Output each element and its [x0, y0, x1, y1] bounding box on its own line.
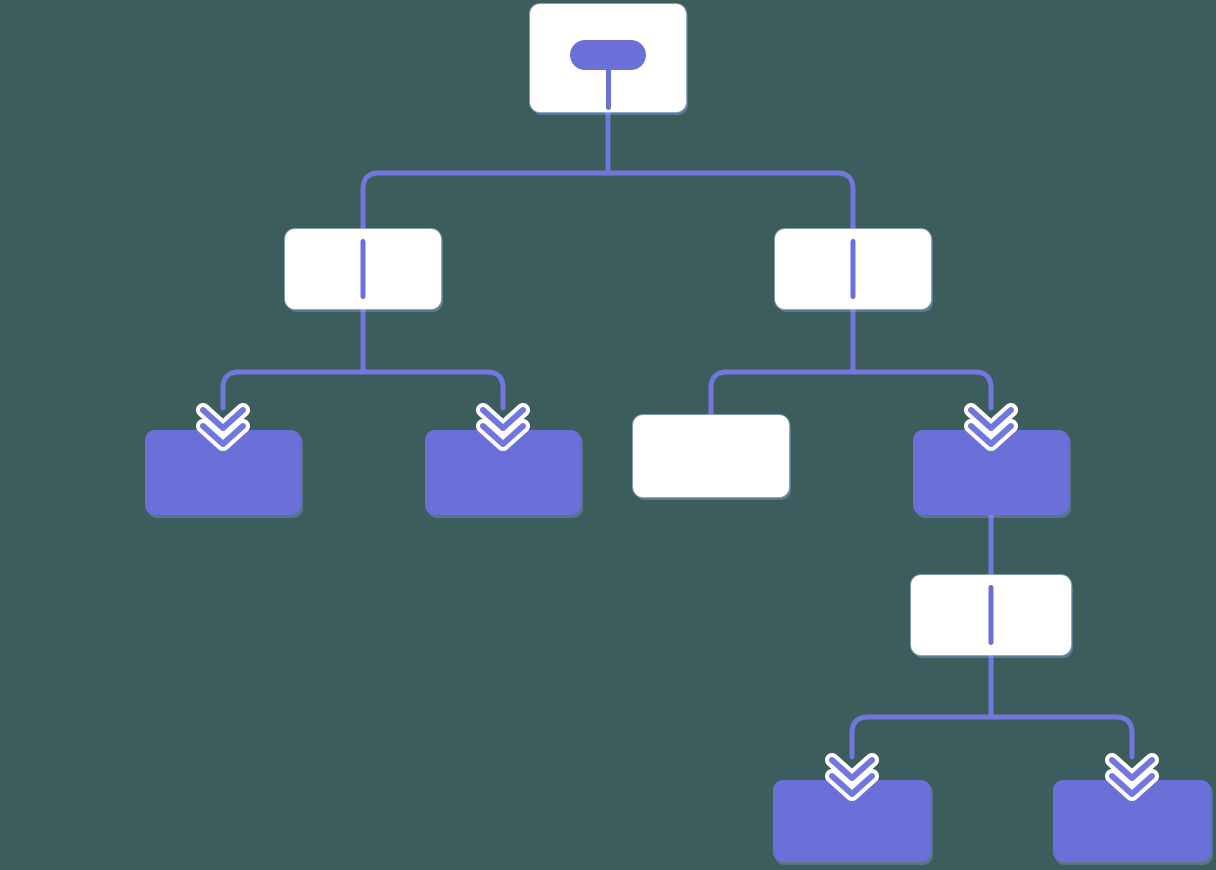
pill-icon [570, 40, 646, 70]
pill-stem [605, 68, 611, 110]
node-leaf-c [633, 415, 789, 497]
node-branch-mid [911, 575, 1071, 655]
connector-branch-left-to-leaves [220, 369, 506, 411]
node-branch-left [285, 229, 441, 309]
node-leaf-b [425, 430, 581, 515]
node-root [530, 4, 686, 112]
vertical-divider [360, 239, 366, 299]
node-leaf-d [913, 430, 1069, 515]
connector-branch-mid-to-leaves [849, 714, 1135, 760]
connector-root-to-branches [360, 170, 856, 232]
node-leaf-f [1053, 780, 1211, 862]
node-leaf-e [773, 780, 931, 862]
node-leaf-a [145, 430, 301, 515]
vertical-divider [850, 239, 856, 299]
vertical-divider [988, 585, 994, 645]
node-branch-right [775, 229, 931, 309]
connector-branch-right-to-leaves [708, 369, 994, 418]
